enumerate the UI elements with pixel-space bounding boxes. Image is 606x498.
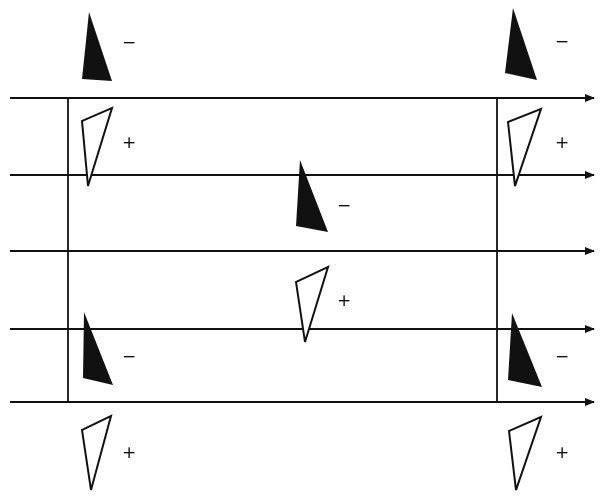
outline-triangle-marker <box>80 414 113 491</box>
filled-triangle-marker <box>505 8 537 80</box>
sign-label: + <box>555 133 569 153</box>
sign-label: + <box>122 443 136 463</box>
sign-label: − <box>555 32 569 52</box>
filled-triangle-marker <box>83 312 113 385</box>
outline-triangle-marker <box>507 415 543 491</box>
sign-label: + <box>337 291 351 311</box>
sign-label: + <box>555 443 569 463</box>
filled-triangle-marker <box>296 160 328 232</box>
sign-label: − <box>122 347 136 367</box>
sign-label: − <box>122 33 136 53</box>
outline-triangle-marker <box>294 265 330 343</box>
filled-triangle-marker <box>82 12 112 81</box>
sign-label: − <box>555 347 569 367</box>
filled-triangle-marker <box>508 313 542 387</box>
sign-label: + <box>122 133 136 153</box>
outline-triangle-marker <box>506 107 543 187</box>
sign-label: − <box>337 196 351 216</box>
outline-triangle-marker <box>80 106 114 187</box>
